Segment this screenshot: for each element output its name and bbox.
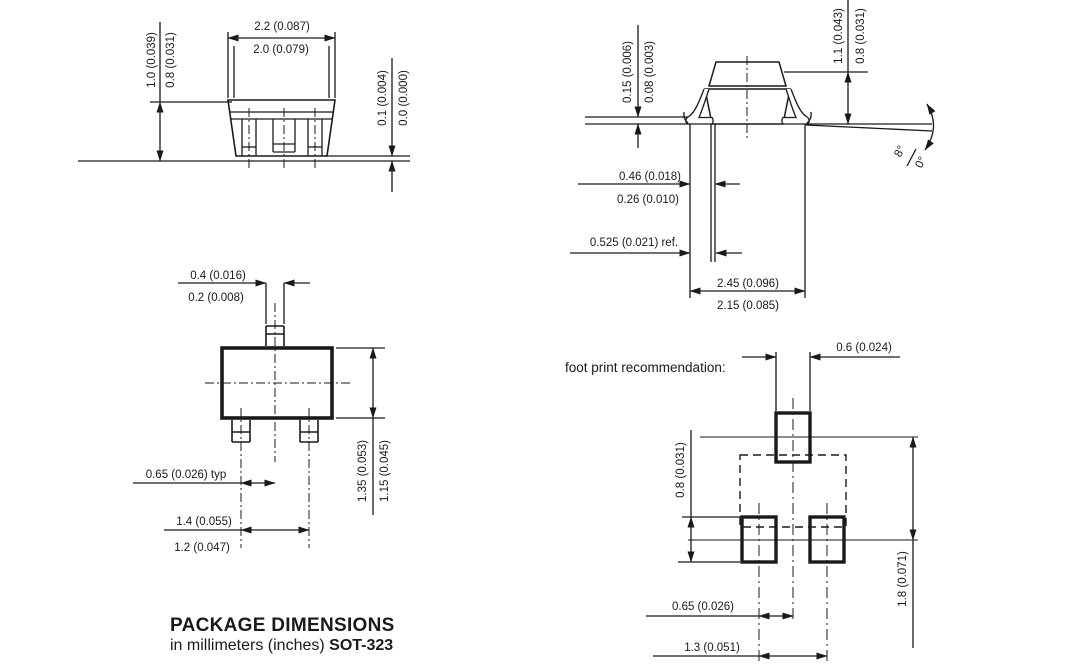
dim-side-lead-angle-min: 0°	[913, 155, 929, 170]
dim-side-lead-span-min: 2.15 (0.085)	[717, 300, 779, 312]
dim-top-body-depth-min: 1.15 (0.045)	[379, 440, 391, 502]
top-view-dimension-lines	[133, 279, 385, 534]
side-view-angle-arc	[906, 103, 936, 167]
side-view: 0.15 (0.006) 0.08 (0.003) 1.1 (0.043) 0.…	[570, 0, 936, 312]
top-view: 0.4 (0.016) 0.2 (0.008) 0.65 (0.026) typ…	[133, 270, 391, 554]
top-view-centerlines	[205, 303, 350, 548]
dim-footprint-pad-pitch: 0.65 (0.026)	[672, 601, 734, 613]
front-view-dimension-lines	[78, 22, 410, 192]
dim-side-lead-angle-max: 8°	[892, 144, 908, 159]
dim-side-lead-span-max: 2.45 (0.096)	[717, 278, 779, 290]
dim-side-lead-thickness-max: 0.15 (0.006)	[622, 41, 634, 103]
units-note: in millimeters (inches)	[170, 636, 330, 654]
package-name: SOT-323	[329, 636, 394, 654]
dim-side-body-height-min: 0.8 (0.031)	[855, 8, 867, 64]
dim-side-lead-length-ref: 0.525 (0.021) ref.	[590, 237, 678, 249]
page-title: PACKAGE DIMENSIONS	[170, 615, 395, 636]
dim-front-body-width-max: 2.2 (0.087)	[254, 21, 310, 33]
dim-footprint-pad-span: 1.3 (0.051)	[684, 642, 740, 654]
side-view-dimension-lines	[570, 0, 868, 298]
dim-top-pin-width-max: 0.4 (0.016)	[190, 270, 246, 282]
dim-top-body-depth-max: 1.35 (0.053)	[357, 440, 369, 502]
page-subtitle: in millimeters (inches) SOT-323	[170, 637, 395, 655]
title-block: PACKAGE DIMENSIONS in millimeters (inche…	[170, 615, 395, 655]
front-view-leads	[241, 119, 323, 156]
front-view-centerlines	[248, 108, 316, 168]
dim-front-body-width-min: 2.0 (0.079)	[253, 44, 309, 56]
dim-side-lead-width-max: 0.46 (0.018)	[619, 171, 681, 183]
dim-footprint-pad-width: 0.6 (0.024)	[836, 342, 892, 354]
dim-top-pin-pitch: 0.65 (0.026) typ	[146, 469, 227, 481]
dim-top-pin-width-min: 0.2 (0.008)	[188, 292, 244, 304]
dim-footprint-row-spacing: 1.8 (0.071)	[897, 551, 909, 607]
dim-front-standoff-min: 0.0 (0.000)	[398, 70, 410, 126]
dim-front-height-max: 1.0 (0.039)	[146, 32, 158, 88]
dim-top-pin-span-max: 1.4 (0.055)	[176, 516, 232, 528]
dim-side-lead-thickness-min: 0.08 (0.003)	[644, 41, 656, 103]
front-view: 2.2 (0.087) 2.0 (0.079) 1.0 (0.039) 0.8 …	[78, 21, 410, 192]
dim-front-height-min: 0.8 (0.031)	[165, 32, 177, 88]
dim-top-pin-span-min: 1.2 (0.047)	[174, 542, 230, 554]
dim-side-lead-width-min: 0.26 (0.010)	[617, 194, 679, 206]
dim-front-standoff-max: 0.1 (0.004)	[377, 70, 389, 126]
footprint-note: foot print recommendation:	[565, 360, 726, 375]
footprint-centerlines	[688, 398, 918, 662]
footprint-view: foot print recommendation: 0.6 (0.024) 0…	[565, 342, 918, 662]
dim-side-body-height-max: 1.1 (0.043)	[833, 8, 845, 64]
side-view-leads	[683, 88, 812, 125]
footprint-dimension-lines	[646, 352, 917, 660]
dim-footprint-pad-height: 0.8 (0.031)	[675, 442, 687, 498]
